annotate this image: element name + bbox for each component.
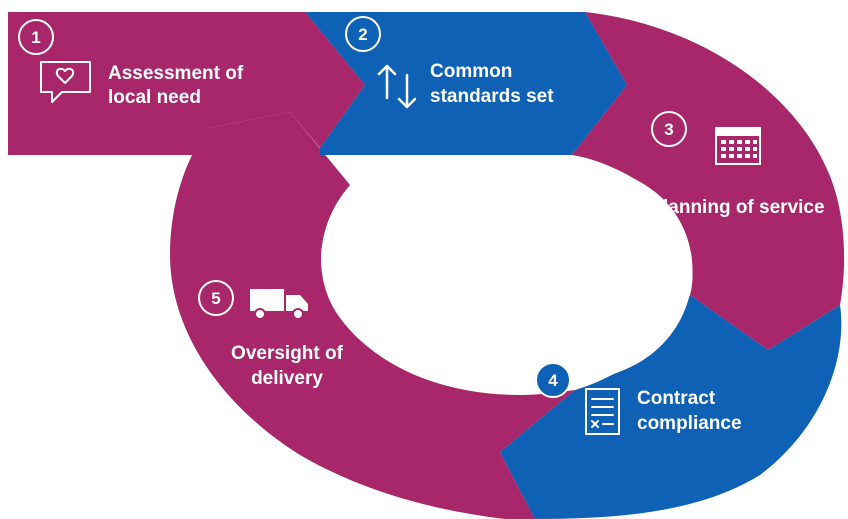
step-2-label-line-2: standards set (430, 86, 554, 107)
step-2-label-line-1: Common (430, 61, 512, 82)
step-1-number-circle (18, 19, 54, 55)
step-2-number-circle (345, 16, 381, 52)
step-1-label-line-1: Assessment of (108, 63, 244, 84)
step-5-label-line-1: Oversight of (231, 343, 344, 364)
checklist-document-icon (585, 388, 620, 435)
step-4-number-circle (535, 362, 571, 398)
step-4-label-line-2: compliance (637, 413, 742, 434)
step-1-label-line-2: local need (108, 87, 201, 108)
delivery-truck-icon (250, 289, 308, 320)
step-3-number-circle (651, 111, 687, 147)
step-5-number: 5 (211, 289, 220, 308)
segment-1-assessment (8, 12, 365, 155)
up-down-arrows-icon (377, 64, 417, 109)
segment-4-compliance (500, 295, 842, 519)
speech-bubble-heart-icon (40, 61, 91, 103)
step-5-number-circle (198, 280, 234, 316)
center-hole (321, 156, 693, 388)
step-1-number: 1 (31, 28, 40, 47)
segment-3-planning (572, 12, 845, 350)
step-5-label-line-2: delivery (251, 368, 323, 389)
step-4-number: 4 (548, 371, 558, 390)
segment-5-oversight (170, 112, 575, 519)
calendar-icon (715, 127, 761, 165)
step-2-number: 2 (358, 25, 367, 44)
step-4-label-line-1: Contract (637, 388, 716, 409)
step-3-label-line-1: lanning of service (663, 197, 825, 218)
step-3-number: 3 (664, 120, 673, 139)
segment-2-standards (305, 12, 627, 155)
